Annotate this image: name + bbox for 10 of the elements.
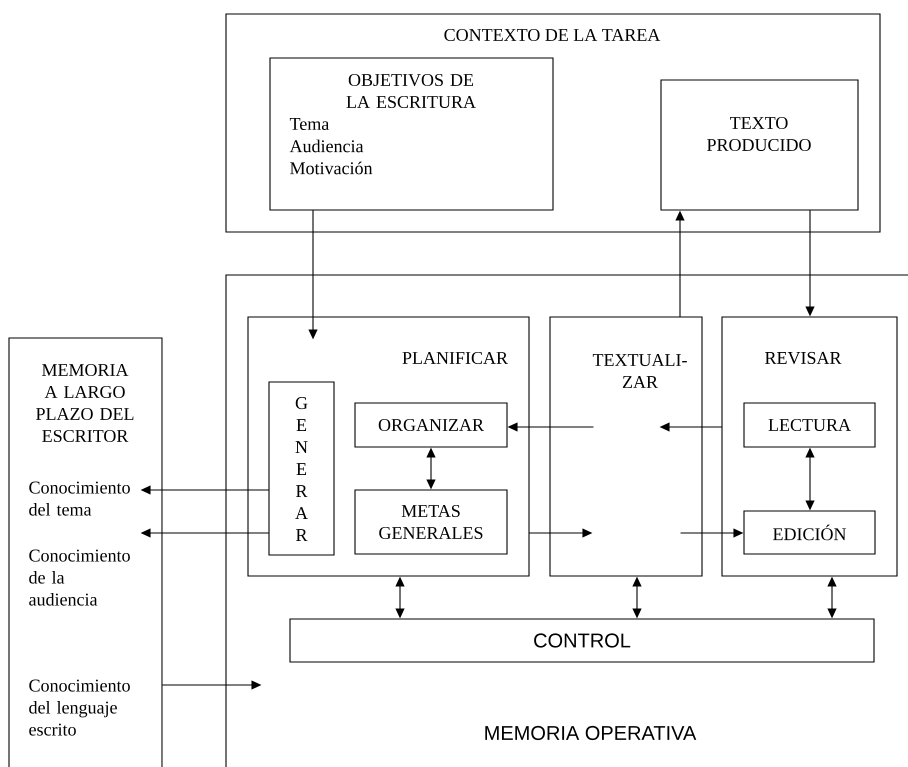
process-box: CONTROL (289, 618, 875, 663)
process-box: TEXTUALI- ZAR (549, 316, 703, 577)
process-box: LECTURA (743, 402, 876, 448)
process-box: OBJETIVOS DE LA ESCRITURA Tema Audiencia Motivación (269, 57, 554, 211)
process-box: METAS GENERALES (354, 489, 508, 555)
process-box: EDICIÓN (743, 510, 876, 555)
process-box: TEXTO PRODUCIDO (660, 79, 859, 211)
process-box: GENERAR (268, 381, 335, 556)
container-box: MEMORIA A LARGO PLAZO DEL ESCRITOR Conocimiento del tema Conocimiento de la audiencia Conocimiento del lenguaje escrito (8, 337, 163, 767)
process-box: ORGANIZAR (354, 402, 508, 448)
